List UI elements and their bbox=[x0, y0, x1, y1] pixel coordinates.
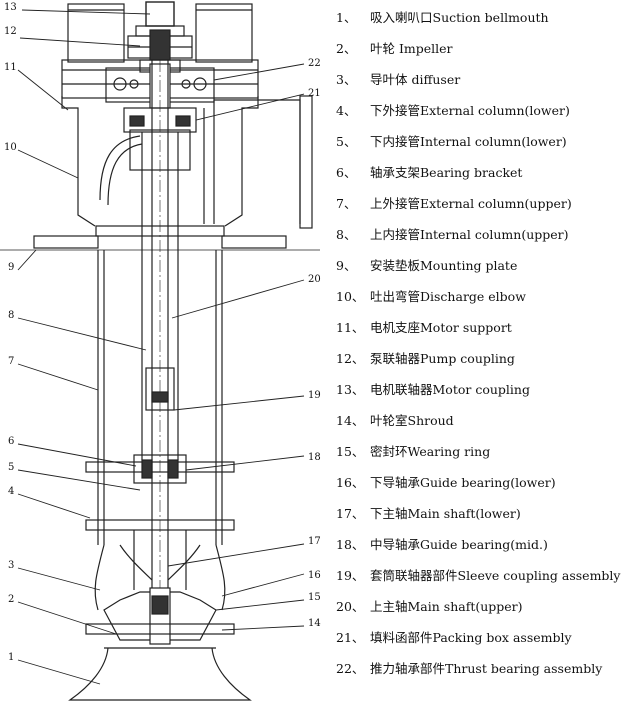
legend-item: 11、电机支座Motor support bbox=[336, 318, 512, 338]
legend-label: 电机联轴器Motor coupling bbox=[370, 382, 530, 397]
legend-label: 吐出弯管Discharge elbow bbox=[370, 289, 526, 304]
legend-label: 下内接管Internal column(lower) bbox=[370, 134, 567, 149]
callout-4: 4 bbox=[8, 486, 14, 497]
legend-label: 上外接管External column(upper) bbox=[370, 196, 572, 211]
legend-label: 下主轴Main shaft(lower) bbox=[370, 506, 521, 521]
callout-2: 2 bbox=[8, 594, 14, 605]
callout-9: 9 bbox=[8, 262, 14, 273]
callout-16: 16 bbox=[308, 570, 321, 581]
legend-number: 15、 bbox=[336, 444, 365, 459]
legend-label: 轴承支架Bearing bracket bbox=[370, 165, 523, 180]
legend-label: 填料函部件Packing box assembly bbox=[370, 630, 572, 645]
legend-label: 下外接管External column(lower) bbox=[370, 103, 570, 118]
legend-number: 16、 bbox=[336, 475, 365, 490]
legend-item: 4、下外接管External column(lower) bbox=[336, 101, 570, 121]
callout-15: 15 bbox=[308, 592, 321, 603]
callout-20: 20 bbox=[308, 274, 321, 285]
legend-label: 安装垫板Mounting plate bbox=[370, 258, 518, 273]
callout-11: 11 bbox=[4, 62, 17, 73]
outer-column bbox=[85, 250, 235, 545]
legend-item: 16、下导轴承Guide bearing(lower) bbox=[336, 473, 556, 493]
legend-label: 叶轮 Impeller bbox=[370, 41, 453, 56]
legend-number: 20、 bbox=[336, 599, 365, 614]
legend-item: 1、吸入喇叭口Suction bellmouth bbox=[336, 8, 549, 28]
leader-lines bbox=[17, 9, 305, 685]
legend-item: 13、电机联轴器Motor coupling bbox=[336, 380, 530, 400]
callout-7: 7 bbox=[8, 356, 14, 367]
diffuser-bowl bbox=[94, 544, 226, 611]
callout-22: 22 bbox=[308, 58, 321, 69]
callout-21: 21 bbox=[308, 88, 321, 99]
callout-6: 6 bbox=[8, 436, 14, 447]
callout-1: 1 bbox=[8, 652, 14, 663]
legend-number: 13、 bbox=[336, 382, 365, 397]
legend-label: 密封环Wearing ring bbox=[370, 444, 491, 459]
legend-item: 19、套筒联轴器部件Sleeve coupling assembly bbox=[336, 566, 620, 586]
callout-14: 14 bbox=[308, 618, 321, 629]
legend-label: 叶轮室Shroud bbox=[370, 413, 454, 428]
callout-17: 17 bbox=[308, 536, 321, 547]
legend-item: 7、上外接管External column(upper) bbox=[336, 194, 572, 214]
legend-label: 下导轴承Guide bearing(lower) bbox=[370, 475, 556, 490]
legend-item: 21、填料函部件Packing box assembly bbox=[336, 628, 572, 648]
legend-item: 6、轴承支架Bearing bracket bbox=[336, 163, 522, 183]
legend-number: 6、 bbox=[336, 165, 357, 180]
legend-item: 2、叶轮 Impeller bbox=[336, 39, 453, 59]
legend-item: 5、下内接管Internal column(lower) bbox=[336, 132, 567, 152]
discharge-elbow bbox=[99, 95, 313, 229]
inner-column-and-shaft bbox=[129, 60, 191, 640]
legend-number: 2、 bbox=[336, 41, 357, 56]
legend-item: 17、下主轴Main shaft(lower) bbox=[336, 504, 521, 524]
legend-label: 推力轴承部件Thrust bearing assembly bbox=[370, 661, 603, 676]
legend-label: 吸入喇叭口Suction bellmouth bbox=[370, 10, 549, 25]
legend-item: 3、导叶体 diffuser bbox=[336, 70, 460, 90]
legend-number: 19、 bbox=[336, 568, 365, 583]
callout-18: 18 bbox=[308, 452, 321, 463]
callout-10: 10 bbox=[4, 142, 17, 153]
impeller bbox=[103, 587, 217, 645]
callout-8: 8 bbox=[8, 310, 14, 321]
legend-item: 20、上主轴Main shaft(upper) bbox=[336, 597, 523, 617]
legend-item: 9、安装垫板Mounting plate bbox=[336, 256, 517, 276]
legend-label: 电机支座Motor support bbox=[370, 320, 512, 335]
legend-number: 4、 bbox=[336, 103, 357, 118]
legend-number: 18、 bbox=[336, 537, 365, 552]
legend-number: 17、 bbox=[336, 506, 365, 521]
legend-item: 22、推力轴承部件Thrust bearing assembly bbox=[336, 659, 602, 679]
legend-label: 上主轴Main shaft(upper) bbox=[370, 599, 523, 614]
legend-number: 12、 bbox=[336, 351, 365, 366]
legend-item: 8、上内接管Internal column(upper) bbox=[336, 225, 569, 245]
legend-number: 22、 bbox=[336, 661, 365, 676]
legend-item: 15、密封环Wearing ring bbox=[336, 442, 490, 462]
legend-number: 11、 bbox=[336, 320, 365, 335]
legend-number: 7、 bbox=[336, 196, 357, 211]
callout-19: 19 bbox=[308, 390, 321, 401]
callout-13: 13 bbox=[4, 2, 17, 13]
legend-item: 10、吐出弯管Discharge elbow bbox=[336, 287, 526, 307]
callout-12: 12 bbox=[4, 26, 17, 37]
legend-number: 1、 bbox=[336, 10, 357, 25]
legend-number: 9、 bbox=[336, 258, 357, 273]
legend-number: 8、 bbox=[336, 227, 357, 242]
legend-number: 10、 bbox=[336, 289, 365, 304]
legend-number: 14、 bbox=[336, 413, 365, 428]
legend-label: 上内接管Internal column(upper) bbox=[370, 227, 569, 242]
pump-cross-section-drawing: 1 2 3 4 5 6 7 8 9 10 11 12 13 14 15 16 1… bbox=[0, 1, 321, 701]
legend-number: 3、 bbox=[336, 72, 357, 87]
legend-number: 5、 bbox=[336, 134, 357, 149]
legend-label: 导叶体 diffuser bbox=[370, 72, 461, 87]
callout-5: 5 bbox=[8, 462, 14, 473]
legend-item: 12、泵联轴器Pump coupling bbox=[336, 349, 515, 369]
callout-labels: 1 2 3 4 5 6 7 8 9 10 11 12 13 14 15 16 1… bbox=[4, 2, 321, 663]
legend-label: 中导轴承Guide bearing(mid.) bbox=[370, 537, 548, 552]
callout-3: 3 bbox=[8, 560, 14, 571]
legend-label: 套筒联轴器部件Sleeve coupling assembly bbox=[370, 568, 621, 583]
legend-item: 18、中导轴承Guide bearing(mid.) bbox=[336, 535, 548, 555]
legend-number: 21、 bbox=[336, 630, 365, 645]
legend-label: 泵联轴器Pump coupling bbox=[370, 351, 515, 366]
legend-item: 14、叶轮室Shroud bbox=[336, 411, 454, 431]
